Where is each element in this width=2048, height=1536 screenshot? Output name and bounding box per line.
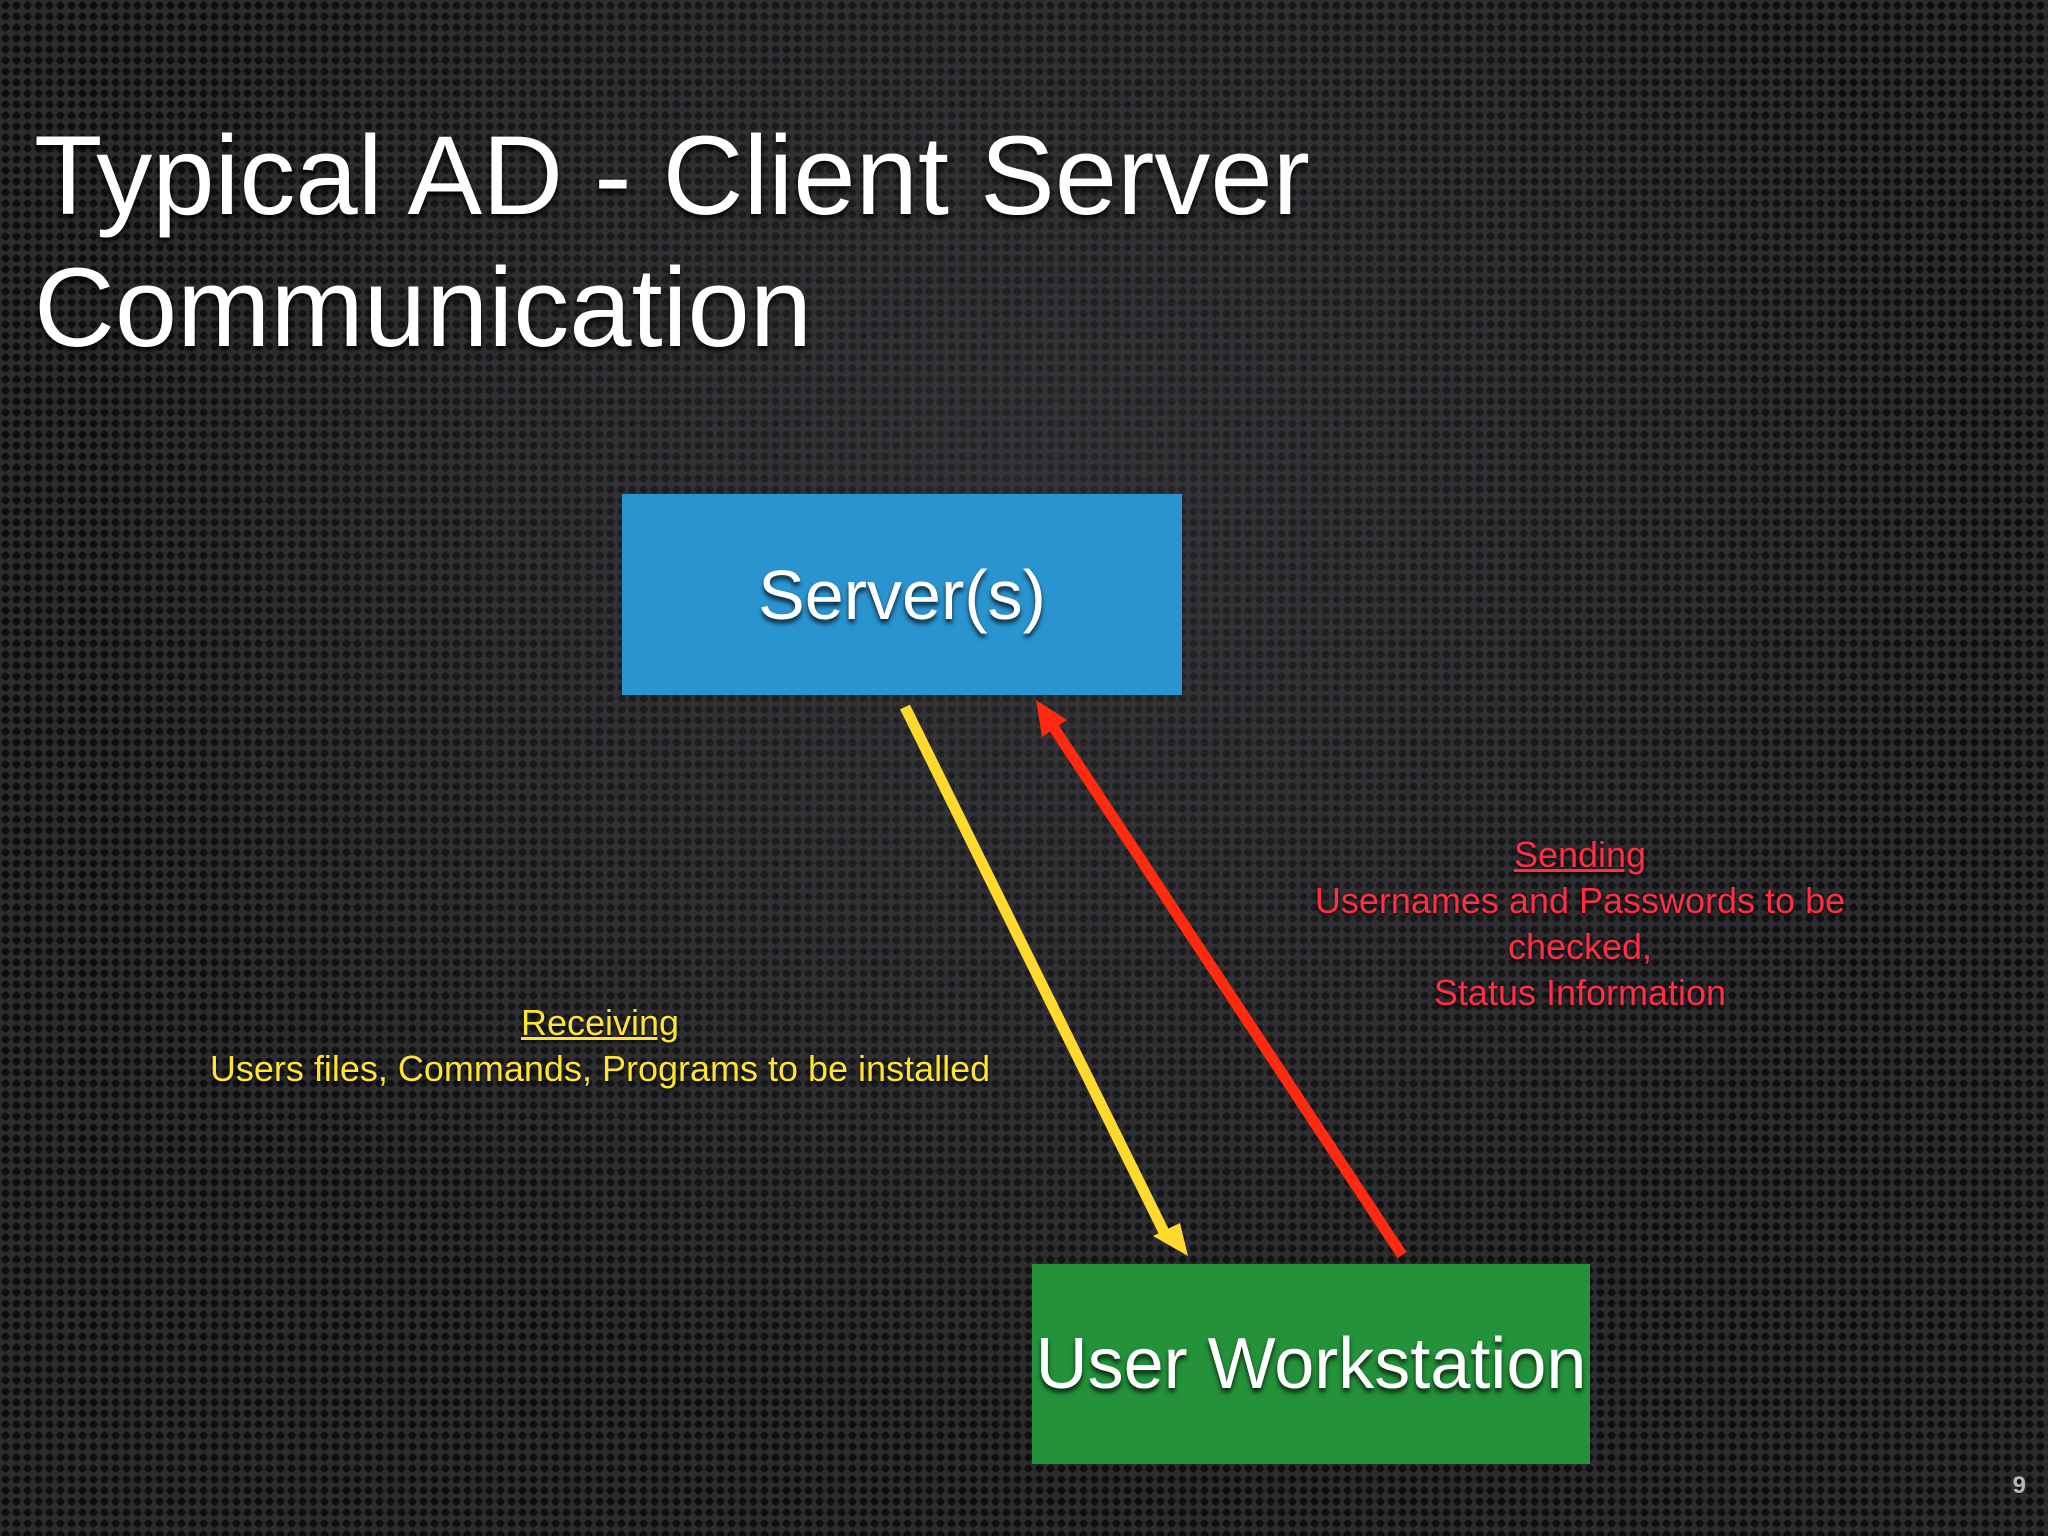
sending-line-3: Status Information [1433,972,1727,1013]
server-box: Server(s) [622,494,1182,695]
page-number: 9 [2012,1472,2026,1499]
receiving-arrow [900,704,1188,1256]
sending-arrow [1036,700,1407,1259]
title-line-1: Typical AD - Client Server [34,113,1310,238]
receiving-text: Users files, Commands, Programs to be in… [209,1048,991,1089]
workstation-box: User Workstation [1032,1264,1590,1464]
receiving-arrowhead [1153,1223,1188,1256]
sending-heading: Sending [1513,834,1647,875]
sending-line-2: checked, [1507,926,1653,967]
sending-arrowhead [1036,700,1067,737]
workstation-label: User Workstation [1035,1324,1587,1404]
sending-line-1: Usernames and Passwords to be [1314,880,1846,921]
receiving-heading: Receiving [520,1002,680,1043]
sending-label: Sending Usernames and Passwords to be ch… [1260,832,1900,1016]
slide-title: Typical AD - Client Server Communication [34,110,1534,374]
receiving-label: Receiving Users files, Commands, Program… [160,1000,1040,1092]
title-line-2: Communication [34,245,813,370]
server-label: Server(s) [758,555,1046,634]
